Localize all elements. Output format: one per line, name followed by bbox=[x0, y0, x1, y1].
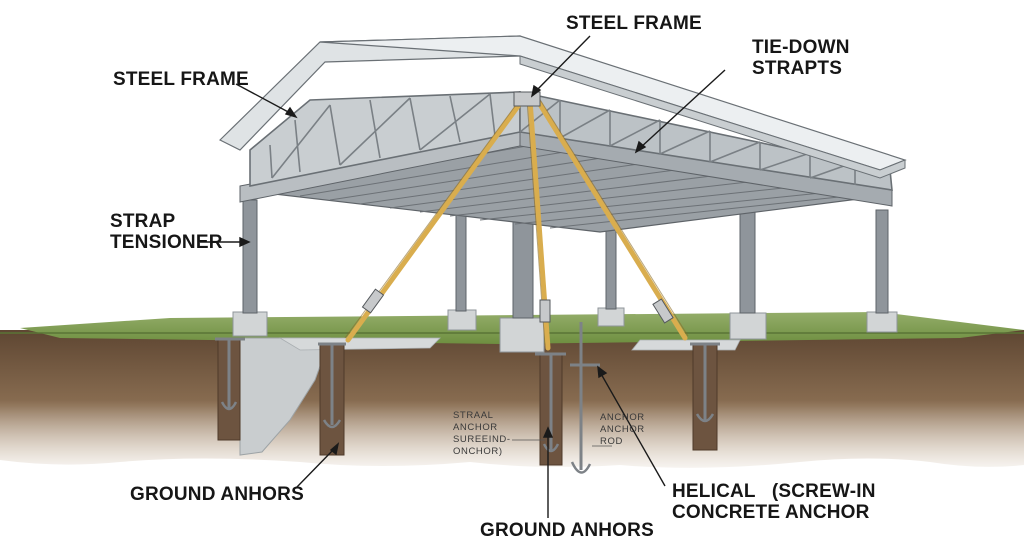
steel-frame-label-left: STEEL FRAME bbox=[113, 69, 249, 90]
helical-label-line2: CONCRETE ANCHOR bbox=[672, 501, 870, 523]
tie-down-label-line2: STRAPTS bbox=[752, 57, 843, 79]
anchor-rod-note-line3: ROD bbox=[600, 435, 623, 447]
concrete-pad-right bbox=[631, 339, 741, 351]
strap-anchor-note-line1: STRAAL bbox=[453, 410, 494, 421]
strap-anchor-note: STRAAL ANCHOR SUREEIND- ONCHOR) bbox=[453, 410, 511, 458]
anchor-rod-note-line1: ANCHOR bbox=[600, 412, 645, 423]
tie-down-label-line1: TIE-DOWN bbox=[752, 37, 850, 58]
helical-anchor-label: HELICAL (SCREW-IN CONCRETE ANCHOR bbox=[672, 481, 876, 523]
strap-tensioner-line2: TENSIONER bbox=[110, 231, 223, 253]
ground-anchors-label-bottom: GROUND ANHORS bbox=[480, 520, 654, 541]
ground-anchors-label-left: GROUND ANHORS bbox=[130, 484, 304, 505]
helical-label-line1: HELICAL (SCREW-IN bbox=[672, 481, 876, 502]
roof-trusses bbox=[249, 91, 893, 191]
strap-anchor-note-line4: ONCHOR) bbox=[453, 445, 503, 457]
column-footings bbox=[232, 307, 898, 353]
note-leaders bbox=[512, 439, 612, 447]
anchor-rod-note-line2: ANCHOR bbox=[600, 423, 645, 435]
concrete-pad bbox=[278, 337, 441, 351]
roof bbox=[218, 35, 907, 179]
ground-anchor-rods bbox=[215, 322, 720, 474]
strap-tensioner-line1: STRAP bbox=[110, 211, 176, 232]
strap-anchor-note-line3: SUREEIND- bbox=[453, 433, 511, 445]
anchor-rod-note: ANCHOR ANCHOR ROD bbox=[600, 412, 645, 448]
tie-down-straps-label: TIE-DOWN STRAPTS bbox=[752, 37, 850, 79]
steel-frame-label-top: STEEL FRAME bbox=[566, 13, 702, 34]
roof-fascia bbox=[519, 55, 906, 179]
strap-tensioner-label: STRAP TENSIONER bbox=[110, 211, 223, 253]
strap-tensioners bbox=[361, 91, 674, 324]
strap-anchor-note-line2: ANCHOR bbox=[453, 421, 498, 433]
leader-lines bbox=[200, 35, 726, 518]
